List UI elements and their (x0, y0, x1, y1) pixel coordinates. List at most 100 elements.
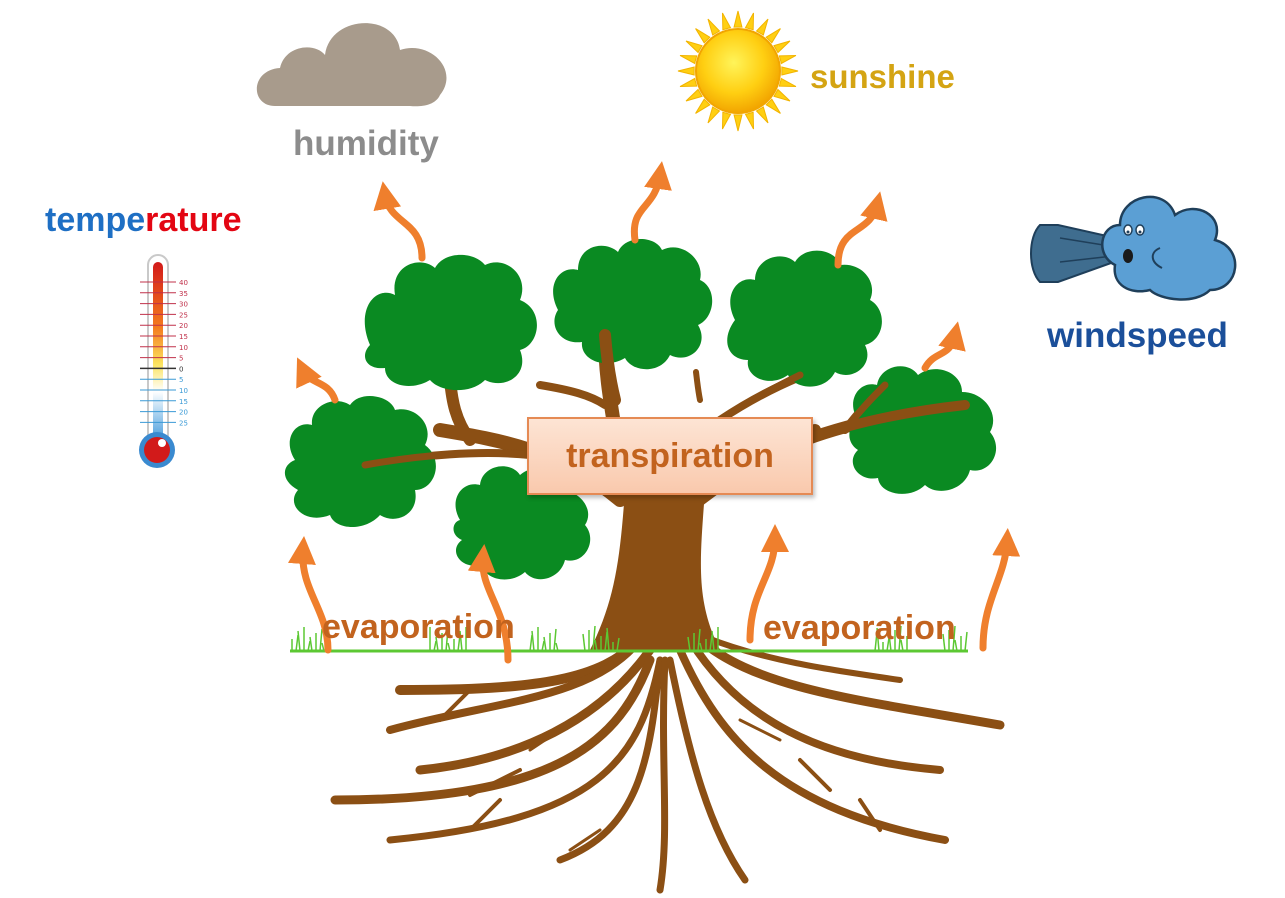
grass-blade (616, 637, 620, 652)
grass-blade (606, 627, 610, 652)
grass-blade (543, 636, 547, 652)
sun-ray (695, 98, 711, 114)
temperature-label: temperature (45, 203, 242, 237)
sun-ray (721, 111, 732, 130)
thermometer-tick-label: 20 (179, 322, 188, 330)
thermometer-tick-label: 5 (179, 376, 183, 384)
cloud-icon (256, 23, 447, 107)
sun-ray (679, 54, 698, 65)
grass-blade (888, 633, 892, 652)
sunshine-label: sunshine (810, 58, 955, 95)
thermometer-tick-label: 0 (179, 365, 183, 373)
arrow-up (834, 191, 888, 269)
grass-blade (321, 642, 325, 652)
arrow-up (746, 524, 789, 644)
sun-ray (778, 54, 797, 65)
arrow-up (288, 536, 332, 654)
grass-blade (433, 640, 437, 652)
grass-blade (697, 628, 701, 652)
grass-blade (297, 630, 301, 652)
evaporation-label-left: evaporation (322, 608, 515, 646)
sun-ray (695, 28, 711, 44)
grass-blade (307, 640, 311, 652)
sun-ray (755, 106, 769, 124)
sun-icon (677, 10, 799, 132)
transpiration-box: transpiration (527, 417, 813, 495)
thermometer-tick-label: 20 (179, 409, 188, 417)
grass-blade (604, 631, 608, 652)
thermometer-tick-label: 35 (179, 290, 188, 298)
grass-blade (876, 627, 880, 652)
grass-blade (555, 642, 559, 652)
tree-icon (284, 238, 1005, 894)
sun-ray (744, 12, 755, 31)
grass-blade (898, 625, 902, 652)
sun-ray (707, 18, 721, 36)
thermometer-tick-label: 5 (179, 355, 183, 363)
sun-ray (685, 40, 703, 54)
arrow-up (921, 321, 966, 372)
grass-blade (445, 628, 449, 652)
grass-blade (594, 639, 598, 652)
sun-ray (755, 18, 769, 36)
grass-blade (553, 628, 557, 652)
grass-blade (457, 634, 461, 652)
grass-blade (435, 636, 439, 652)
arrow-up (467, 544, 512, 664)
grass-blade (699, 642, 703, 652)
arrow-up (296, 357, 339, 404)
arrow-up (373, 181, 426, 262)
thermometer-tick-label: 10 (179, 344, 188, 352)
grass-blade (687, 636, 691, 652)
sun-ray (733, 114, 743, 132)
humidity-label: humidity (293, 124, 439, 163)
grass-blade (711, 630, 715, 652)
grass-blade (309, 636, 313, 652)
evaporation-label-right: evaporation (763, 609, 956, 647)
temperature-label-part2: rature (145, 201, 242, 239)
grass-blade (459, 630, 463, 652)
thermometer-tick-label: 40 (179, 279, 188, 287)
sun-ray (744, 111, 755, 130)
sun-ray (781, 66, 799, 76)
windspeed-label: windspeed (1047, 316, 1228, 355)
grass-blade (709, 634, 713, 652)
grass-blade (954, 639, 958, 652)
transpiration-label: transpiration (566, 436, 774, 475)
arrow-up (979, 528, 1021, 652)
sun-ray (707, 106, 721, 124)
transpiration-arrows (296, 161, 966, 404)
thermometer-tick-label: 25 (179, 311, 188, 319)
grass-blade (592, 625, 596, 652)
sun-ray (765, 28, 781, 44)
thermometer-tick-label: 30 (179, 301, 188, 309)
grass-blade (952, 625, 956, 652)
thermometer-tick-label: 15 (179, 333, 188, 341)
sun-ray (679, 77, 698, 88)
sun-ray (765, 98, 781, 114)
temperature-label-part1: tempe (45, 201, 146, 239)
sun-ray (733, 10, 743, 28)
grass-blade (447, 642, 451, 652)
grass-blade (582, 633, 586, 652)
sun-ray (778, 77, 797, 88)
thermometer-tick-label: 15 (179, 398, 188, 406)
grass-blade (319, 628, 323, 652)
sun-ray (721, 12, 732, 31)
sun-ray (677, 66, 695, 76)
grass-blade (874, 631, 878, 652)
evaporation-arrows (288, 524, 1021, 664)
grass-blade (541, 640, 545, 652)
grass-blade (900, 639, 904, 652)
sun-ray (773, 88, 791, 102)
grass-blade (295, 634, 299, 652)
grass-blade (886, 637, 890, 652)
sun-ray (685, 88, 703, 102)
grass-line (290, 625, 968, 653)
arrow-up (630, 161, 672, 244)
thermometer-tick-label: 25 (179, 419, 188, 427)
grass-blade (964, 631, 968, 652)
grass-blade (531, 630, 535, 652)
grass-blade (942, 633, 946, 652)
